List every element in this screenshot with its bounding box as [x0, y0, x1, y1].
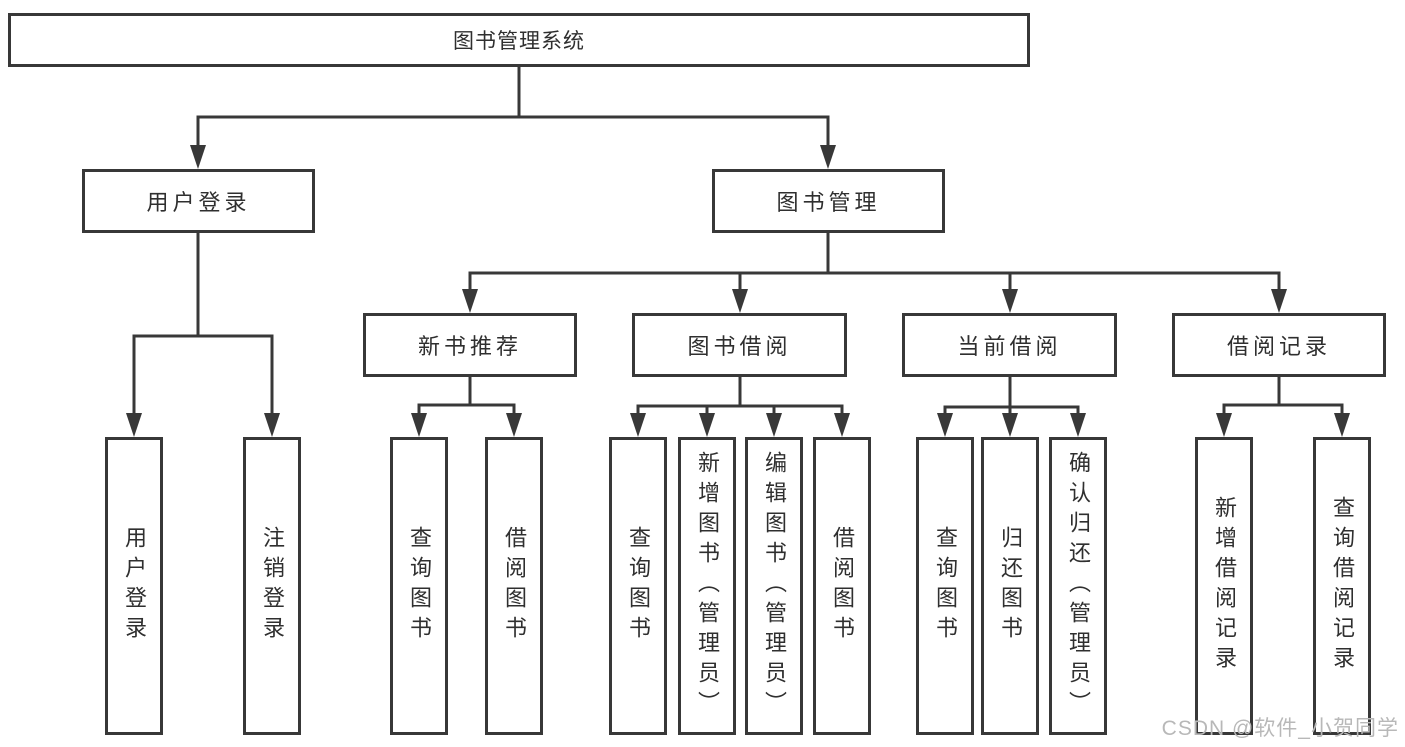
node-new-book-recommend: 新书推荐: [363, 313, 577, 377]
leaf-query-books-borrow: 查询图书: [609, 437, 667, 735]
leaf-label: 确认归还（管理员）: [1066, 451, 1091, 721]
leaf-edit-book-admin: 编辑图书（管理员）: [745, 437, 803, 735]
leaf-user-login: 用户登录: [105, 437, 163, 735]
leaf-label: 查询图书: [626, 526, 651, 646]
leaf-label: 查询图书: [933, 526, 958, 646]
csdn-watermark: CSDN @软件_小贺同学: [1161, 717, 1399, 740]
leaf-label: 新增借阅记录: [1212, 496, 1237, 676]
leaf-label: 归还图书: [998, 526, 1023, 646]
node-root-system: 图书管理系统: [8, 13, 1030, 67]
node-book-borrowing: 图书借阅: [632, 313, 847, 377]
leaf-label: 编辑图书（管理员）: [762, 451, 787, 721]
leaf-query-books-recommend: 查询图书: [390, 437, 448, 735]
leaf-label: 用户登录: [122, 526, 147, 646]
leaf-confirm-return-admin: 确认归还（管理员）: [1049, 437, 1107, 735]
leaf-add-book-admin: 新增图书（管理员）: [678, 437, 736, 735]
leaf-return-books: 归还图书: [981, 437, 1039, 735]
leaf-query-books-current: 查询图书: [916, 437, 974, 735]
leaf-label: 查询图书: [407, 526, 432, 646]
leaf-logout: 注销登录: [243, 437, 301, 735]
node-borrowing-records: 借阅记录: [1172, 313, 1386, 377]
node-user-login: 用户登录: [82, 169, 315, 233]
leaf-borrow-books-borrow: 借阅图书: [813, 437, 871, 735]
leaf-label: 注销登录: [260, 526, 285, 646]
node-book-management: 图书管理: [712, 169, 945, 233]
leaf-label: 查询借阅记录: [1330, 496, 1355, 676]
node-current-borrowing: 当前借阅: [902, 313, 1117, 377]
leaf-label: 新增图书（管理员）: [695, 451, 720, 721]
leaf-label: 借阅图书: [502, 526, 527, 646]
leaf-borrow-books-recommend: 借阅图书: [485, 437, 543, 735]
leaf-label: 借阅图书: [830, 526, 855, 646]
leaf-add-borrow-record: 新增借阅记录: [1195, 437, 1253, 735]
leaf-query-borrow-record: 查询借阅记录: [1313, 437, 1371, 735]
arrowhead-icons: [126, 145, 1350, 437]
